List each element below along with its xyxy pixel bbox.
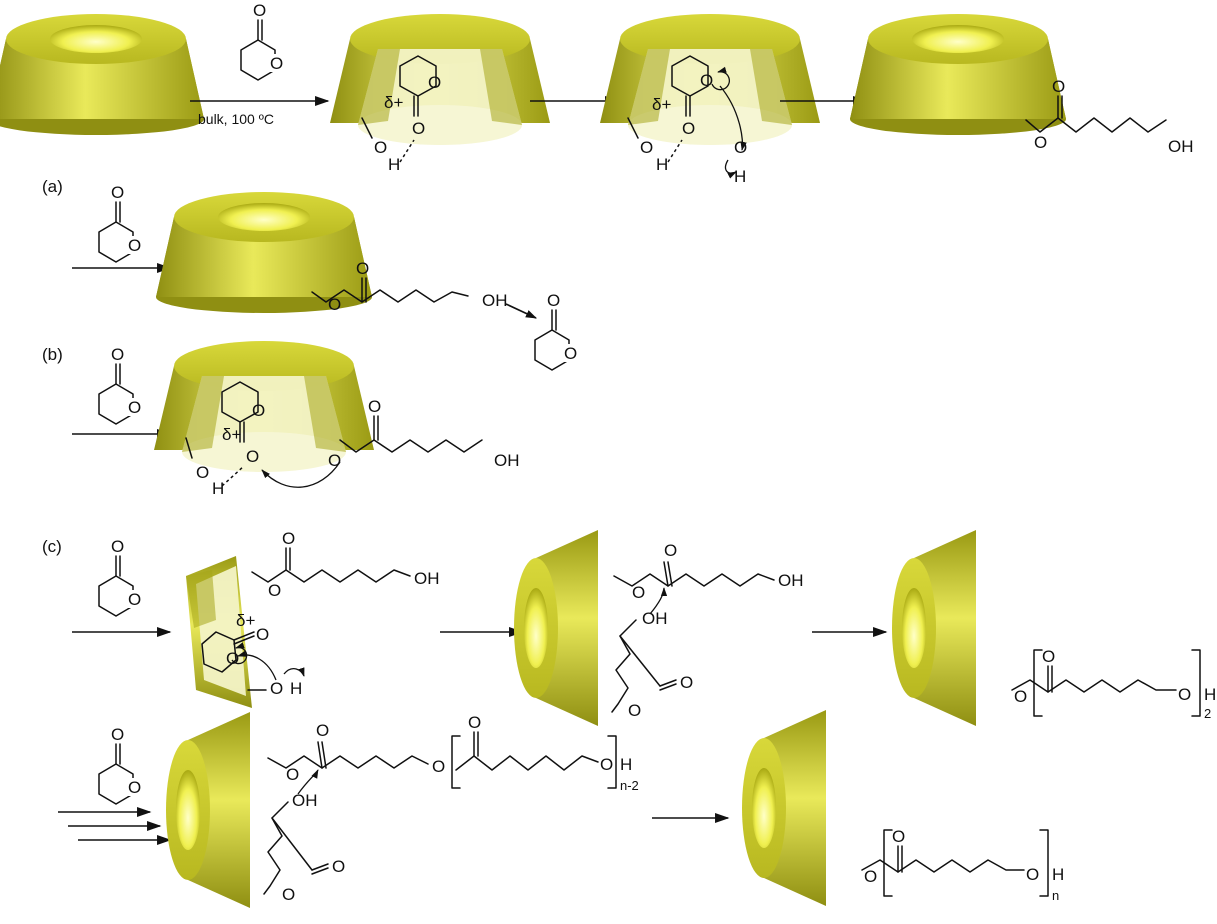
svg-text:OH: OH — [642, 609, 668, 628]
svg-text:O: O — [640, 138, 653, 157]
lactone-reagent-1 — [240, 0, 285, 81]
cd-activated-complex: δ+ O O O H O H — [600, 14, 820, 186]
svg-text:O: O — [412, 119, 425, 138]
svg-text:H: H — [290, 679, 302, 698]
lactone-reagent-c2 — [98, 724, 143, 805]
svg-text:O: O — [700, 71, 713, 90]
cd-product-dp2: O O O H 2 — [892, 530, 1216, 726]
svg-text:OH: OH — [1168, 137, 1194, 156]
svg-text:O: O — [1026, 865, 1039, 884]
svg-text:O: O — [632, 583, 645, 602]
svg-text:O: O — [226, 649, 239, 668]
svg-text:O: O — [600, 755, 613, 774]
svg-text:O: O — [332, 857, 345, 876]
svg-text:O: O — [316, 721, 329, 740]
svg-text:OH: OH — [414, 569, 440, 588]
svg-text:O: O — [428, 73, 441, 92]
svg-text:δ+: δ+ — [222, 425, 241, 444]
svg-text:O: O — [246, 447, 259, 466]
label-c: (c) — [42, 537, 62, 556]
svg-text:O: O — [374, 138, 387, 157]
svg-text:O: O — [664, 541, 677, 560]
svg-text:O: O — [682, 119, 695, 138]
svg-text:H: H — [388, 155, 400, 174]
svg-text:O: O — [1042, 647, 1055, 666]
svg-text:OH: OH — [494, 451, 520, 470]
svg-text:δ+: δ+ — [236, 611, 255, 630]
svg-text:O: O — [328, 295, 341, 314]
svg-text:O: O — [864, 867, 877, 886]
svg-text:O: O — [1178, 685, 1191, 704]
cd-intermediate-c: O O OH OH O O — [514, 530, 804, 726]
svg-text:O: O — [282, 885, 295, 904]
svg-text:OH: OH — [482, 291, 508, 310]
lactone-attacked-a — [534, 290, 579, 371]
svg-text:H: H — [1052, 865, 1064, 884]
cd-a: O O OH — [156, 192, 538, 319]
svg-text:O: O — [282, 529, 295, 548]
svg-text:O: O — [1052, 77, 1065, 96]
svg-text:O: O — [680, 673, 693, 692]
svg-text:n: n — [1052, 888, 1059, 903]
svg-text:H: H — [1204, 685, 1216, 704]
cd-inclusion-complex-1: δ+ O O O H — [330, 14, 550, 174]
svg-text:O: O — [252, 401, 265, 420]
svg-text:n-2: n-2 — [620, 778, 639, 793]
svg-text:O: O — [734, 138, 747, 157]
lactone-reagent-b — [98, 344, 143, 425]
svg-text:O: O — [356, 259, 369, 278]
svg-text:O: O — [892, 827, 905, 846]
svg-text:O: O — [268, 581, 281, 600]
svg-text:O: O — [432, 757, 445, 776]
svg-text:O: O — [270, 679, 283, 698]
svg-text:H: H — [734, 167, 746, 186]
svg-text:OH: OH — [778, 571, 804, 590]
cd-chain-growth: O O O O O H n-2 OH O O — [166, 712, 639, 908]
svg-text:H: H — [212, 479, 224, 498]
lactone-reagent-c — [98, 536, 143, 617]
label-b: (b) — [42, 345, 63, 364]
svg-text:H: H — [620, 755, 632, 774]
cd-product-dpn: O O O H n — [742, 710, 1064, 906]
cd-ring-opened-product: O O OH — [850, 14, 1194, 156]
svg-text:δ+: δ+ — [652, 95, 671, 114]
svg-text:2: 2 — [1204, 706, 1211, 721]
svg-text:H: H — [656, 155, 668, 174]
cd-inclusion-complex-b: δ+ O O O H O O OH — [154, 341, 520, 498]
cd-step1 — [0, 14, 204, 135]
svg-text:O: O — [628, 701, 641, 720]
svg-text:O: O — [256, 625, 269, 644]
svg-text:δ+: δ+ — [384, 93, 403, 112]
svg-text:O: O — [1034, 133, 1047, 152]
svg-text:O: O — [286, 765, 299, 784]
lactone-reagent-a — [98, 182, 143, 263]
svg-text:O: O — [468, 713, 481, 732]
svg-text:OH: OH — [292, 791, 318, 810]
svg-text:O: O — [368, 397, 381, 416]
label-a: (a) — [42, 177, 63, 196]
svg-text:O: O — [1014, 687, 1027, 706]
cd-inclusion-complex-c: O δ+ O O H O O OH — [186, 529, 440, 708]
svg-text:O: O — [328, 451, 341, 470]
reaction-condition: bulk, 100 ºC — [198, 111, 274, 127]
svg-text:O: O — [196, 463, 209, 482]
